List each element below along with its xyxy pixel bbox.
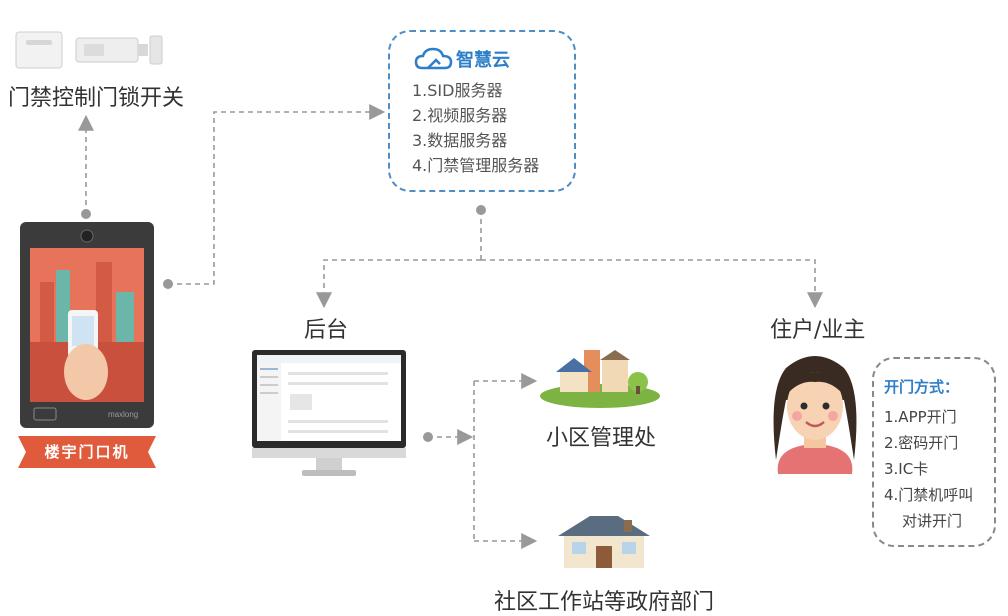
dot-backend-right [423,432,433,442]
connector-to-resident [481,259,823,309]
resident-label: 住户/业主 [770,318,866,343]
cloud-server-list: 1.SID服务器 2.视频服务器 3.数据服务器 4.门禁管理服务器 [412,78,539,178]
backend-label: 后台 [304,318,349,343]
intercom-device-icon: maxlong [20,222,154,428]
government-label: 社区工作站等政府部门 [494,590,715,615]
dot-device-right [163,279,173,289]
door-method-item: 1.APP开门 [884,408,957,426]
cloud-server-item: 4.门禁管理服务器 [412,156,540,175]
dot-device-top [81,209,91,219]
property-office-icon [540,350,660,408]
cloud-server-item: 1.SID服务器 [412,81,503,100]
device-brand-text: maxlong [108,410,138,419]
door-method-item: 4.门禁机呼叫 [884,486,974,504]
connector-device-cloud [168,104,386,285]
door-methods-list: 1.APP开门 2.密码开门 3.IC卡 4.门禁机呼叫 对讲开门 [884,404,973,534]
intercom-device-label: 楼宇门口机 [44,443,130,461]
door-method-item: 2.密码开门 [884,434,959,452]
lock-switch-label: 门禁控制门锁开关 [8,86,185,111]
dot-cloud-bottom [476,205,486,215]
government-building-icon [558,516,650,568]
lock-switch-icon [15,31,163,69]
property-office-label: 小区管理处 [546,426,657,451]
door-methods-title: 开门方式： [884,378,960,396]
cloud-server-item: 2.视频服务器 [412,106,508,125]
resident-avatar-icon [773,356,857,474]
door-method-item: 3.IC卡 [884,460,929,478]
smart-cloud-box [388,30,576,192]
smart-cloud-title: 智慧云 [456,50,510,71]
cloud-icon [414,47,453,70]
ribbon-shape [18,436,156,468]
backend-monitor-icon [252,350,406,476]
door-methods-box [872,357,996,547]
cloud-server-item: 3.数据服务器 [412,131,508,150]
connector-to-backend [316,259,481,309]
door-method-item: 对讲开门 [902,512,963,530]
